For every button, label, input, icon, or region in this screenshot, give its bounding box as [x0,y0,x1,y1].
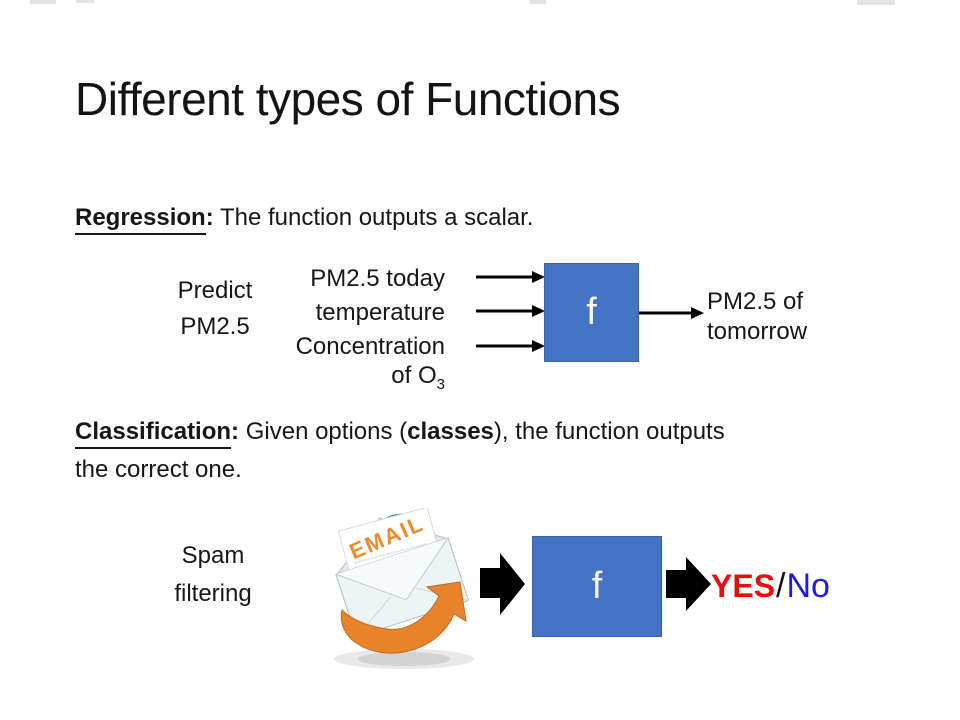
classification-heading: Classification: Given options (classes),… [75,413,725,489]
function-symbol: f [591,565,603,607]
thin-arrow-icon [639,307,704,319]
classification-term: Classification [75,418,232,449]
function-box-regression: f [544,263,639,362]
regression-input-labels: PM2.5 today temperature Concentration of… [217,262,445,399]
regression-term-colon: : [205,204,214,231]
spam-label-line1: Spam [181,542,245,569]
block-arrow-icon [666,557,711,611]
input-concentration: Concentration [295,333,445,360]
top-edge-smudge [530,0,546,4]
classification-def-pre: Given options ( [239,418,408,445]
classification-def-post: ), the function outputs [493,418,725,445]
classification-heading-line1: Classification: Given options (classes),… [75,413,725,451]
block-arrow-icon [480,553,525,615]
regression-output-label: PM2.5 of tomorrow [707,287,807,347]
predict-pm25-label: Predict PM2.5 [145,273,285,345]
function-symbol: f [586,291,597,333]
o3-subscript: 3 [436,375,445,393]
classification-heading-line2: the correct one. [75,456,242,483]
spam-filtering-label: Spam filtering [138,537,288,613]
regression-term: Regression [75,204,206,235]
yes-label: YES [711,568,776,604]
classification-term-colon: : [231,418,240,445]
o3-base: of O [391,362,437,389]
email-icon: EMAIL [334,508,474,669]
yes-no-result: YES / No [711,566,830,606]
function-box-classification: f [532,536,662,637]
page-title: Different types of Functions [75,73,621,125]
predict-label-line1: Predict [177,277,253,304]
top-edge-smudge [857,0,895,5]
thin-arrow-icon [476,271,545,352]
input-concentration-o3: of O3 [217,362,445,399]
regression-definition: The function outputs a scalar. [213,204,534,231]
output-line2: tomorrow [707,318,808,345]
predict-label-line2: PM2.5 [180,313,250,340]
input-temperature: temperature [315,299,445,326]
input-pm25-today: PM2.5 today [310,265,445,292]
regression-heading: Regression: The function outputs a scala… [75,199,533,237]
top-edge-smudge [30,0,56,4]
classes-word: classes [407,418,494,445]
spam-label-line2: filtering [174,580,252,607]
no-label: No [786,567,830,605]
output-line1: PM2.5 of [707,288,804,315]
top-edge-smudge [76,0,94,3]
slash-separator: / [776,567,786,605]
